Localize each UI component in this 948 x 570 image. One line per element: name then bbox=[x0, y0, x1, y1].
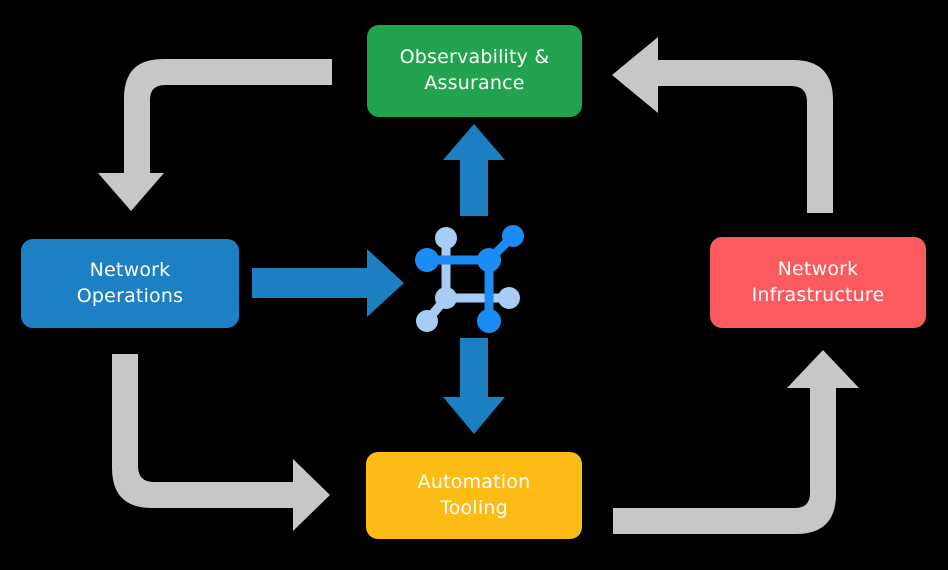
arrow-center-to-automation-tooling bbox=[443, 338, 505, 434]
node-network-operations[interactable]: Network Operations bbox=[21, 239, 239, 328]
network-topology-icon bbox=[415, 225, 524, 333]
arrow-automation-tooling-to-network-infrastructure bbox=[613, 350, 859, 534]
node-automation-tooling[interactable]: Automation Tooling bbox=[366, 452, 582, 539]
arrow-network-operations-to-automation-tooling bbox=[112, 354, 330, 531]
arrow-network-infrastructure-to-observability bbox=[612, 37, 833, 213]
arrow-observability-to-network-operations bbox=[98, 59, 332, 211]
topology-nodes bbox=[415, 225, 524, 333]
node-observability-assurance[interactable]: Observability & Assurance bbox=[367, 25, 582, 117]
arrow-network-operations-to-center bbox=[252, 249, 404, 317]
arrow-center-to-observability bbox=[443, 124, 505, 216]
node-network-infrastructure[interactable]: Network Infrastructure bbox=[710, 237, 926, 328]
